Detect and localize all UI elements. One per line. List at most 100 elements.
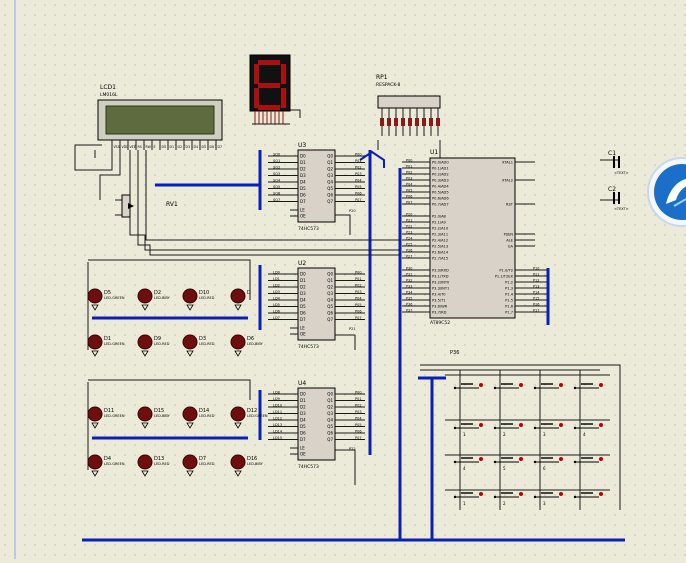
keypad-key[interactable]: 1 bbox=[453, 492, 483, 506]
led-body bbox=[182, 288, 198, 304]
latch-input-net: LD1 bbox=[273, 277, 280, 281]
led-diode-symbol bbox=[91, 470, 99, 477]
led-body bbox=[137, 288, 153, 304]
mcu-ref-label: U1 bbox=[430, 149, 438, 156]
latch-output-net: P01 bbox=[355, 397, 362, 401]
led-part-label: LED-RED bbox=[199, 414, 215, 418]
capacitor-c2[interactable]: C2<TEXT> bbox=[608, 186, 629, 211]
rv1-wiper-arrow bbox=[128, 203, 134, 209]
bird-icon bbox=[666, 179, 686, 204]
latch-output-label: Q2 bbox=[327, 285, 333, 290]
keypad-key[interactable] bbox=[453, 383, 483, 390]
latch-input-label: D0 bbox=[300, 272, 306, 277]
latch-part-label: 74HC573 bbox=[298, 226, 319, 232]
app-badge[interactable] bbox=[647, 157, 686, 227]
lcd-pin-label: D7 bbox=[218, 145, 222, 149]
led-ref-label: D11 bbox=[104, 408, 114, 414]
led-ref-label: D2 bbox=[154, 290, 161, 296]
mcu-left-net: P27 bbox=[406, 255, 412, 259]
latch-output-label: Q0 bbox=[327, 392, 333, 397]
potentiometer-rv1[interactable]: RV1 bbox=[121, 194, 178, 218]
rp1-resistor bbox=[401, 118, 405, 126]
mcu-left-pin-label: P3.4/T0 bbox=[432, 293, 446, 297]
mcu-right-pin-label: P1.6 bbox=[505, 305, 514, 309]
seven-segment-display[interactable] bbox=[249, 54, 291, 125]
latch-output-net: P02 bbox=[355, 166, 362, 170]
keypad-key[interactable]: 1 bbox=[453, 423, 483, 437]
lcd-pin-label: VDD bbox=[122, 145, 130, 149]
mcu-left-net: P01 bbox=[406, 165, 412, 169]
keypad-key[interactable]: 3 bbox=[533, 492, 563, 506]
latch-input-label: D0 bbox=[300, 154, 306, 159]
respack-rp1[interactable]: RP1 RESPACK-8 bbox=[376, 74, 441, 136]
latch-input-net: LD6 bbox=[273, 310, 280, 314]
keypad-key[interactable]: 2 bbox=[493, 423, 523, 437]
latch-part-label: 74HC573 bbox=[298, 344, 319, 350]
led-part-label: LED-GREEN bbox=[104, 414, 125, 418]
keypad-key[interactable]: 6 bbox=[533, 457, 563, 471]
rp1-part-label: RESPACK-8 bbox=[376, 82, 400, 88]
keypad-key[interactable]: 4 bbox=[573, 423, 603, 437]
latch-output-net: P01 bbox=[355, 159, 362, 163]
rp1-resistor bbox=[436, 118, 440, 126]
key-red-dot bbox=[559, 423, 563, 427]
key-terminal bbox=[573, 460, 577, 464]
capacitor-c1[interactable]: C1<TEXT> bbox=[608, 150, 629, 175]
key-terminal bbox=[453, 460, 457, 464]
keypad-key[interactable]: 4 bbox=[453, 457, 483, 471]
mcu-left-net: P22 bbox=[406, 225, 412, 229]
keypad-key[interactable] bbox=[573, 383, 603, 390]
mcu-right-net: P10 bbox=[533, 267, 539, 271]
keypad-key[interactable]: 3 bbox=[533, 423, 563, 437]
key-red-dot bbox=[519, 383, 523, 387]
keypad-key[interactable] bbox=[493, 383, 523, 390]
keypad-key[interactable] bbox=[573, 492, 603, 499]
mcu-left-net: P35 bbox=[406, 297, 412, 301]
mcu-right-pin-label: RST bbox=[506, 203, 514, 207]
key-red-dot bbox=[559, 457, 563, 461]
keypad-key[interactable] bbox=[533, 383, 563, 390]
led-d[interactable]: D bbox=[230, 288, 251, 311]
key-label: 2 bbox=[503, 432, 506, 437]
mcu-right-pin-label: EA bbox=[508, 245, 513, 249]
led-part-label: LED-BIBY bbox=[247, 462, 264, 466]
key-terminal bbox=[493, 460, 497, 464]
led-ref-label: D bbox=[247, 290, 251, 296]
latch-input-label: D1 bbox=[300, 398, 306, 403]
latch-ctrl-net: P20 bbox=[349, 209, 356, 213]
keypad-key[interactable]: 2 bbox=[493, 492, 523, 506]
keypad-key[interactable]: 5 bbox=[493, 457, 523, 471]
capacitors[interactable]: C1<TEXT> C2<TEXT> bbox=[608, 150, 629, 211]
latch-input-net: LD0 bbox=[273, 271, 280, 275]
led-part-label: LED-GREEN bbox=[104, 462, 125, 466]
keypad-key[interactable] bbox=[573, 457, 603, 464]
led-matrix[interactable]: D5LED-GREEND2LED-BIBYD10LED-REDDD1LED-GR… bbox=[87, 288, 268, 477]
latch-output-label: Q1 bbox=[327, 160, 333, 165]
lcd-pin-label: E bbox=[154, 145, 156, 149]
led-diode-symbol bbox=[141, 350, 149, 357]
